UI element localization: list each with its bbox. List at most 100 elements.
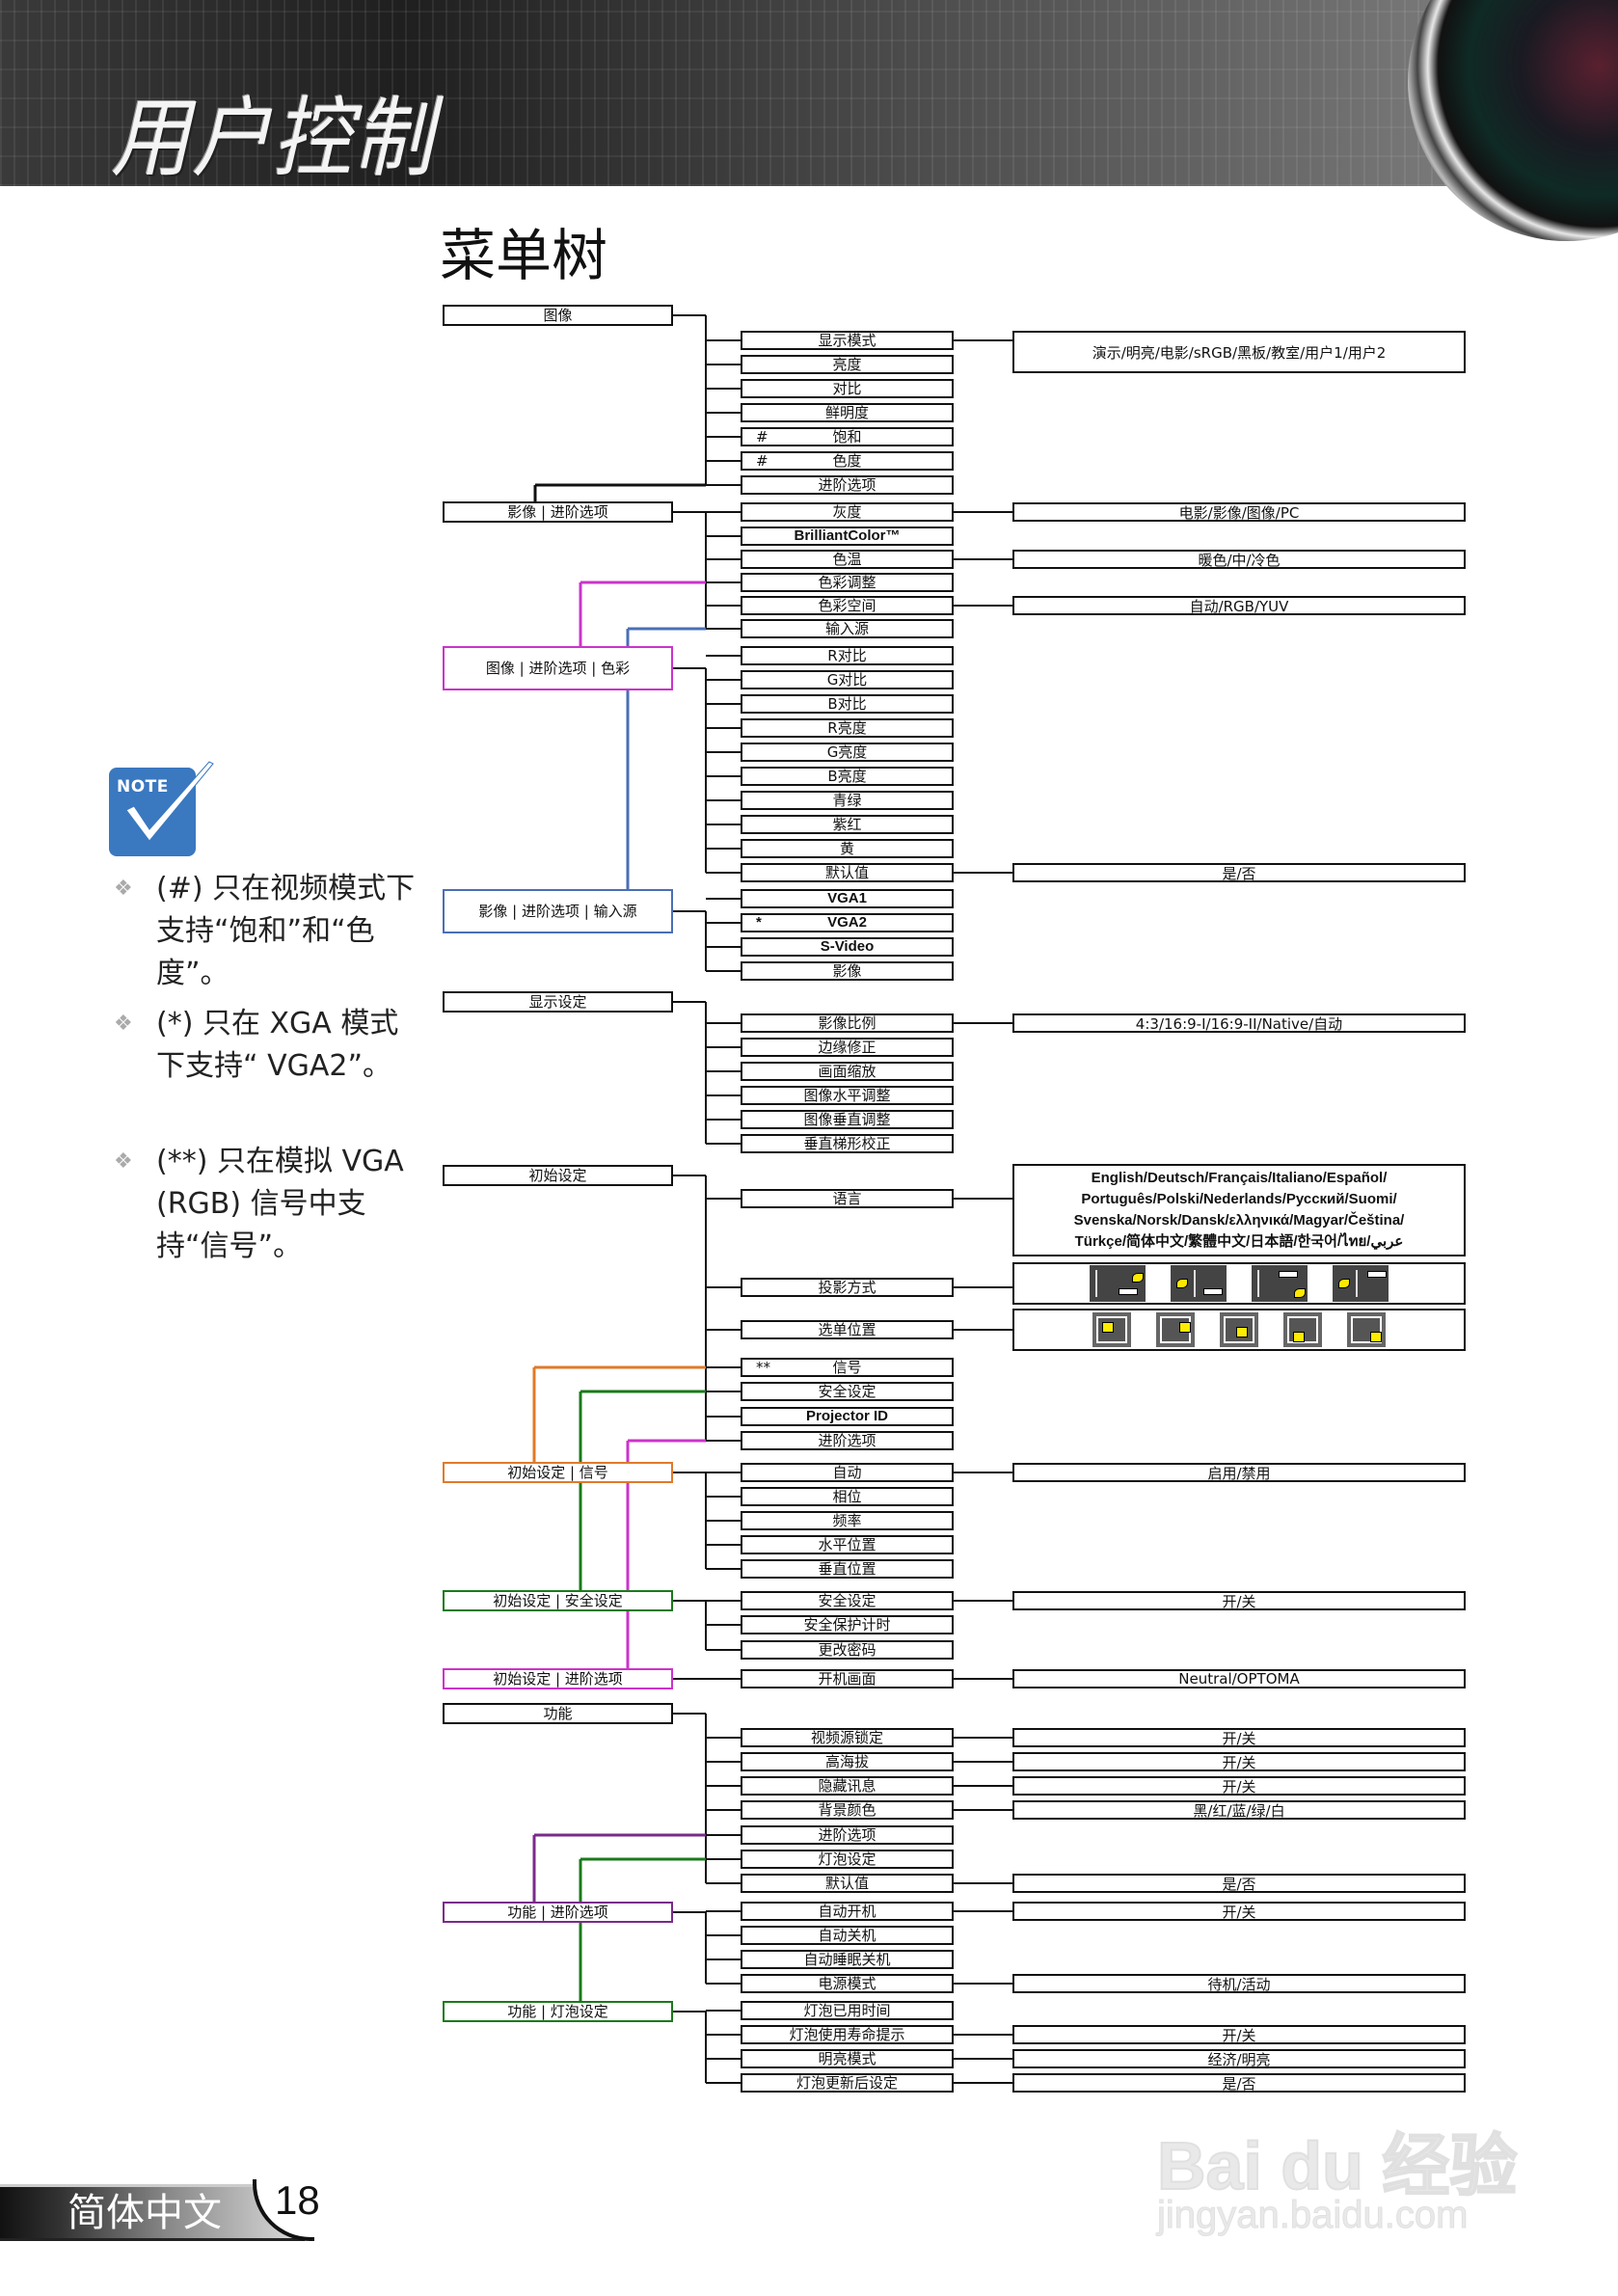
menu-item[interactable]: #色度	[741, 451, 954, 471]
menu-item-label: 色彩空间	[818, 596, 876, 614]
menu-item[interactable]: 输入源	[741, 619, 954, 638]
menu-item[interactable]: 灯泡已用时间	[741, 2001, 954, 2020]
menu-marker	[1370, 1332, 1382, 1342]
menu-item-options: 黑/红/蓝/绿/白	[1012, 1800, 1466, 1820]
menu-item[interactable]: 隐藏讯息	[741, 1776, 954, 1796]
menu-item[interactable]: 垂直梯形校正	[741, 1134, 954, 1153]
menu-item[interactable]: R亮度	[741, 718, 954, 738]
menu-item-label: 电源模式	[818, 1974, 876, 1992]
menu-item[interactable]: 电源模式	[741, 1974, 954, 1993]
menu-item[interactable]: 鲜明度	[741, 403, 954, 422]
menu-item[interactable]: 紫红	[741, 815, 954, 834]
menu-item[interactable]: 灰度	[741, 502, 954, 522]
menu-item[interactable]: G对比	[741, 670, 954, 689]
note-label: NOTE	[117, 777, 169, 797]
menu-item[interactable]: S-Video	[741, 937, 954, 957]
menu-item-label: 紫红	[832, 815, 862, 833]
menu-group-setup-security[interactable]: 初始设定 | 安全设定	[443, 1590, 673, 1611]
menu-item[interactable]: 默认值	[741, 863, 954, 882]
menu-group-image-adv-input[interactable]: 影像 | 进阶选项 | 输入源	[443, 889, 673, 933]
menu-item[interactable]: 开机画面	[741, 1669, 954, 1688]
menu-item[interactable]: 图像垂直调整	[741, 1110, 954, 1129]
menu-item[interactable]: 对比	[741, 379, 954, 398]
menu-item[interactable]: 黄	[741, 839, 954, 858]
menu-item[interactable]: 明亮模式	[741, 2049, 954, 2068]
menu-item[interactable]: 高海拔	[741, 1752, 954, 1771]
menu-group-setup[interactable]: 初始设定	[443, 1165, 673, 1186]
menu-item-label: G对比	[826, 670, 868, 689]
menu-item-label: 对比	[832, 379, 862, 397]
menu-group-image[interactable]: 图像	[443, 305, 673, 326]
menu-item[interactable]: 显示模式	[741, 331, 954, 350]
menu-item[interactable]: 进阶选项	[741, 475, 954, 495]
options-text: 自动/RGB/YUV	[1189, 597, 1289, 615]
menu-item-label: 投影方式	[818, 1278, 876, 1296]
menu-item[interactable]: 安全设定	[741, 1591, 954, 1610]
menu-item[interactable]: 相位	[741, 1487, 954, 1506]
menu-item[interactable]: Projector ID	[741, 1407, 954, 1426]
menu-item[interactable]: 语言	[741, 1189, 954, 1208]
menu-item-label: 边缘修正	[818, 1038, 876, 1056]
menu-item[interactable]: 自动	[741, 1463, 954, 1482]
menu-item[interactable]: 安全保护计时	[741, 1615, 954, 1634]
menu-item[interactable]: 图像水平调整	[741, 1086, 954, 1105]
menu-item[interactable]: 默认值	[741, 1874, 954, 1893]
menu-item[interactable]: 画面缩放	[741, 1062, 954, 1081]
menu-item[interactable]: 灯泡更新后设定	[741, 2073, 954, 2093]
menu-item[interactable]: 灯泡使用寿命提示	[741, 2025, 954, 2044]
menu-item-label: 背景颜色	[818, 1800, 876, 1819]
menu-item[interactable]: 色彩空间	[741, 596, 954, 615]
menu-group-label: 图像 | 进阶选项 | 色彩	[485, 659, 631, 677]
menu-item[interactable]: BrilliantColor™	[741, 527, 954, 546]
menu-item-label: BrilliantColor™	[794, 527, 901, 544]
menu-item-label: 黄	[839, 839, 854, 857]
menu-item[interactable]: 选单位置	[741, 1320, 954, 1339]
menu-item[interactable]: R对比	[741, 646, 954, 665]
menu-group-setup-adv[interactable]: 初始设定 | 进阶选项	[443, 1668, 673, 1689]
menu-item-label: 视频源锁定	[810, 1728, 883, 1746]
menu-item[interactable]: 影像比例	[741, 1013, 954, 1033]
menu-item[interactable]: 安全设定	[741, 1382, 954, 1401]
menu-item[interactable]: 影像	[741, 961, 954, 981]
menu-item[interactable]: 水平位置	[741, 1535, 954, 1554]
menu-item[interactable]: 进阶选项	[741, 1431, 954, 1450]
menu-item[interactable]: #饱和	[741, 427, 954, 446]
menu-group-image-adv[interactable]: 影像 | 进阶选项	[443, 501, 673, 523]
menu-item[interactable]: VGA1	[741, 889, 954, 908]
menu-item[interactable]: 更改密码	[741, 1640, 954, 1660]
menu-item[interactable]: 自动关机	[741, 1926, 954, 1945]
menu-item[interactable]: 垂直位置	[741, 1559, 954, 1579]
menu-item[interactable]: 自动开机	[741, 1902, 954, 1921]
menu-item[interactable]: 自动睡眠关机	[741, 1950, 954, 1969]
menu-item-options: 开/关	[1012, 1776, 1466, 1796]
menu-item[interactable]: G亮度	[741, 743, 954, 762]
menu-group-setup-signal[interactable]: 初始设定 | 信号	[443, 1462, 673, 1483]
menu-item[interactable]: 背景颜色	[741, 1800, 954, 1820]
menu-group-options[interactable]: 功能	[443, 1703, 673, 1724]
menu-item[interactable]: **信号	[741, 1358, 954, 1377]
menu-item[interactable]: 投影方式	[741, 1278, 954, 1297]
options-text: 开/关	[1222, 1777, 1256, 1796]
menu-item-options: 开/关	[1012, 1728, 1466, 1747]
menu-item-label: 饱和	[832, 427, 862, 446]
menu-group-display[interactable]: 显示设定	[443, 991, 673, 1013]
menu-item[interactable]: 灯泡设定	[741, 1850, 954, 1869]
menu-item[interactable]: 视频源锁定	[741, 1728, 954, 1747]
screen-shape	[1095, 1270, 1097, 1297]
menu-group-image-adv-color[interactable]: 图像 | 进阶选项 | 色彩	[443, 646, 673, 690]
menu-item[interactable]: B亮度	[741, 767, 954, 786]
menu-item[interactable]: 色彩调整	[741, 573, 954, 592]
language-options-line: Türkçe/简体中文/繁體中文/日本語/한국어/ไทย/عربي	[1074, 1233, 1404, 1250]
menu-item[interactable]: B对比	[741, 694, 954, 714]
menu-item[interactable]: 色温	[741, 550, 954, 569]
menu-item[interactable]: 频率	[741, 1511, 954, 1530]
menu-item[interactable]: 边缘修正	[741, 1038, 954, 1057]
menu-group-options-lamp[interactable]: 功能 | 灯泡设定	[443, 2001, 673, 2022]
viewer-shape	[1176, 1279, 1188, 1288]
menu-item-label: 安全设定	[818, 1382, 876, 1400]
menu-item[interactable]: *VGA2	[741, 913, 954, 932]
menu-item[interactable]: 进阶选项	[741, 1825, 954, 1845]
menu-item[interactable]: 青绿	[741, 791, 954, 810]
menu-item[interactable]: 亮度	[741, 355, 954, 374]
menu-group-options-adv[interactable]: 功能 | 进阶选项	[443, 1902, 673, 1923]
